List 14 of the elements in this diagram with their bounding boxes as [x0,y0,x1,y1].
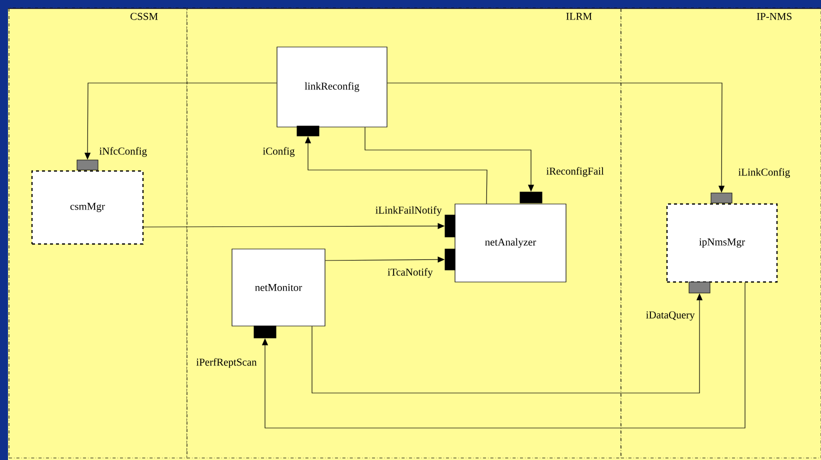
port-label: iNfcConfig [99,147,147,157]
port-label: iLinkFailNotify [376,206,442,216]
connector-arrow [262,282,746,428]
port-label: iDataQuery [646,311,695,321]
external-component-box: ipNmsMgr [666,203,778,283]
port-label: iReconfigFail [546,167,604,177]
port-label: iPerfReptScan [196,358,257,368]
component-box: netMonitor [232,248,326,326]
port-label: iTcaNotify [388,268,433,278]
component-box: linkReconfig [276,46,388,128]
port-label: iLinkConfig [738,168,790,178]
port-label: iConfig [262,147,295,157]
external-component-box: csmMgr [31,170,144,245]
component-box: netAnalyzer [454,204,566,282]
